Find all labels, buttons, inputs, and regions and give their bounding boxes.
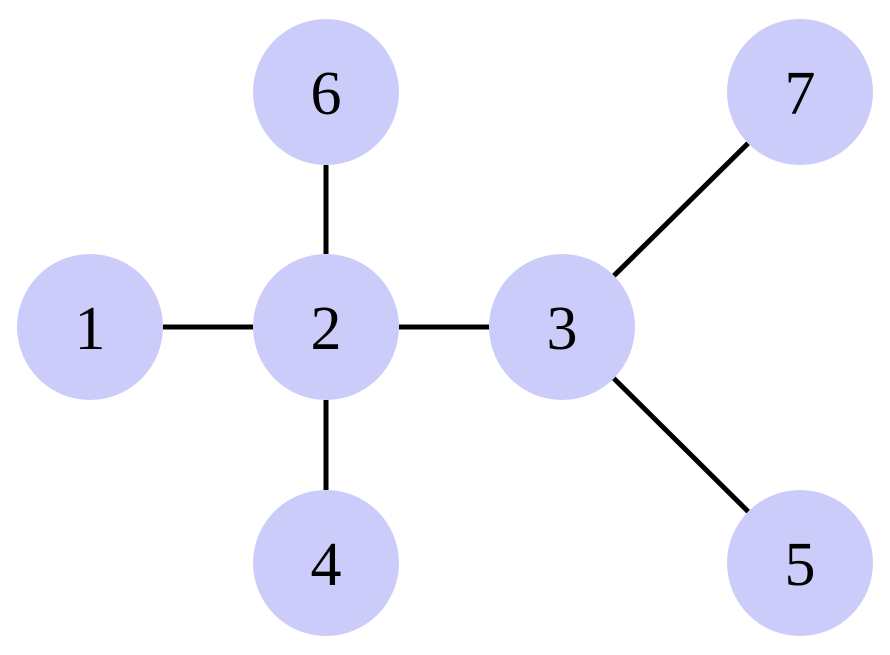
graph-node-4[interactable]: 4 bbox=[253, 490, 399, 636]
graph-node-3[interactable]: 3 bbox=[489, 254, 635, 400]
graph-node-label-1: 1 bbox=[75, 295, 106, 363]
graph-node-label-7: 7 bbox=[785, 60, 816, 128]
graph-node-label-5: 5 bbox=[785, 531, 816, 599]
graph-node-label-4: 4 bbox=[311, 531, 342, 599]
node-layer: 1 2 3 4 5 6 7 bbox=[17, 19, 873, 636]
graph-node-6[interactable]: 6 bbox=[253, 19, 399, 165]
graph-node-circle-5[interactable] bbox=[727, 490, 873, 636]
graph-node-circle-7[interactable] bbox=[727, 19, 873, 165]
graph-node-1[interactable]: 1 bbox=[17, 254, 163, 400]
graph-node-7[interactable]: 7 bbox=[727, 19, 873, 165]
graph-node-2[interactable]: 2 bbox=[253, 254, 399, 400]
graph-edge-3-5 bbox=[612, 376, 750, 514]
graph-node-label-2: 2 bbox=[311, 295, 342, 363]
graph-node-circle-2[interactable] bbox=[253, 254, 399, 400]
graph-node-circle-1[interactable] bbox=[17, 254, 163, 400]
graph-edge-3-7 bbox=[612, 141, 750, 278]
graph-node-circle-4[interactable] bbox=[253, 490, 399, 636]
graph-node-label-3: 3 bbox=[547, 295, 578, 363]
edge-layer bbox=[163, 141, 750, 514]
graph-node-circle-3[interactable] bbox=[489, 254, 635, 400]
graph-node-5[interactable]: 5 bbox=[727, 490, 873, 636]
graph-node-circle-6[interactable] bbox=[253, 19, 399, 165]
graph-node-label-6: 6 bbox=[311, 60, 342, 128]
